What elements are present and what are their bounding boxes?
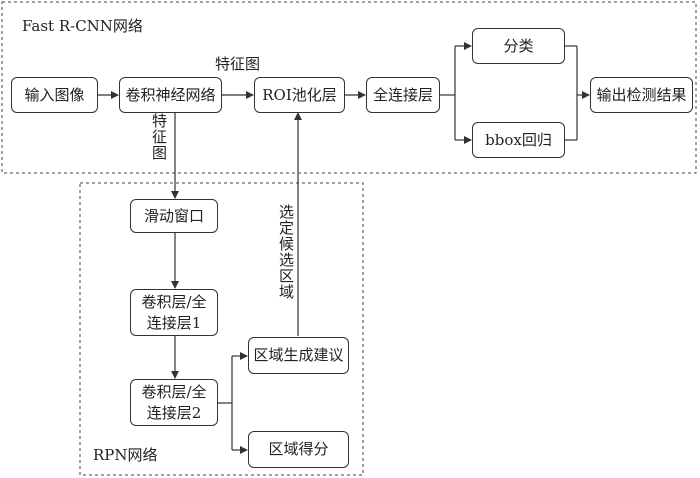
conv-fc-layer2-node: 卷积层/全 连接层2: [130, 379, 218, 426]
selected-proposals-label: 选定候选区域: [277, 204, 295, 300]
output-node: 输出检测结果: [590, 77, 693, 113]
roi-pooling-node: ROI池化层: [254, 77, 345, 113]
region-scores-node: 区域得分: [248, 431, 349, 468]
conv-fc-layer1-node: 卷积层/全 连接层1: [130, 289, 218, 336]
cnn-node: 卷积神经网络: [119, 77, 222, 113]
sliding-window-node: 滑动窗口: [130, 199, 218, 233]
rpn-title: RPN网络: [93, 446, 158, 464]
fc-layer-node: 全连接层: [366, 77, 440, 113]
region-proposals-node: 区域生成建议: [248, 337, 349, 374]
rpn-frame: [79, 182, 364, 476]
classification-node: 分类: [472, 28, 565, 64]
fast-rcnn-title: Fast R-CNN网络: [22, 17, 143, 35]
feature-map-label-side: 特征图: [150, 113, 168, 161]
bbox-regression-node: bbox回归: [472, 122, 565, 158]
feature-map-label-top: 特征图: [215, 55, 261, 73]
fast-rcnn-frame: [1, 1, 697, 174]
input-image-node: 输入图像: [11, 77, 98, 113]
